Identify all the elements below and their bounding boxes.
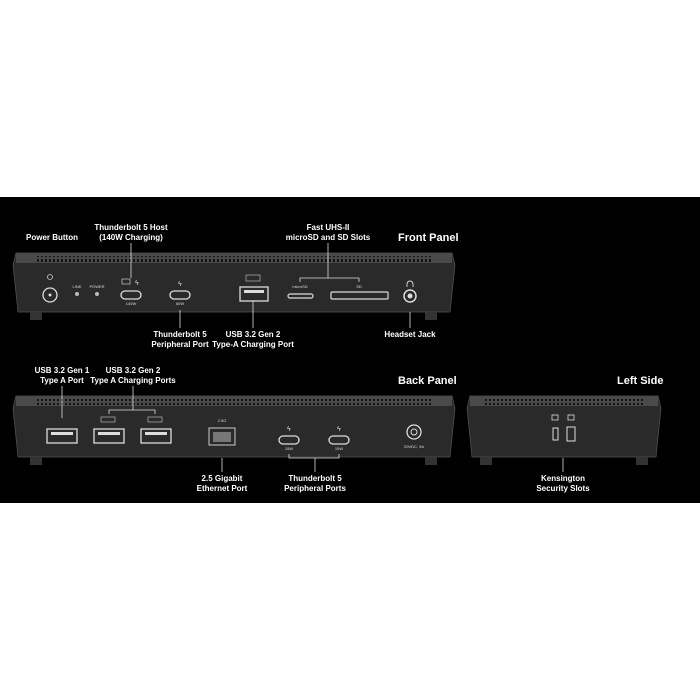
svg-text:2.5G: 2.5G (218, 418, 227, 423)
tb-periph-label-2: Peripheral Port (151, 340, 209, 349)
kensington-label-1: Kensington (541, 474, 585, 483)
tb-periph-label-1: Thunderbolt 5 (153, 330, 207, 339)
thunderbolt-peripheral-port: ϟ 60W (169, 281, 191, 306)
tb-host-label-2: (140W Charging) (99, 233, 163, 242)
gen2-label-1: USB 3.2 Gen 2 (105, 366, 161, 375)
thunderbolt-icon: ϟ (337, 426, 341, 433)
gen2-label-2: Type A Charging Ports (90, 376, 176, 385)
headphones-icon (406, 280, 414, 287)
card-slot-label-1: Fast UHS-II (306, 223, 350, 232)
usb-a-gen2-port-1 (93, 416, 125, 444)
thunderbolt-icon: ϟ (178, 281, 182, 288)
headset-label: Headset Jack (384, 330, 436, 339)
ethernet-label-2: Ethernet Port (196, 484, 248, 493)
leader-lines (130, 243, 411, 328)
power-button (42, 274, 58, 303)
usb-ss-icon (245, 274, 261, 282)
vent-grille (484, 399, 644, 405)
left-side-title: Left Side (617, 375, 664, 387)
headset-jack (403, 280, 417, 303)
svg-text:140W: 140W (126, 301, 137, 306)
power-led-label: POWER (89, 284, 104, 289)
gen1-label-1: USB 3.2 Gen 1 (34, 366, 90, 375)
svg-text:15W: 15W (285, 446, 293, 451)
front-panel-device: LINK POWER ϟ 140W ϟ 60W microSD S (12, 243, 456, 328)
svg-text:microSD: microSD (292, 284, 307, 289)
thunderbolt-icon: ϟ (287, 426, 291, 433)
svg-text:15W: 15W (335, 446, 343, 451)
foot (425, 457, 437, 465)
vent-grille (35, 256, 433, 262)
back-panel-device: 2.5G ϟ 15W ϟ 15W 20VDC, 9A (12, 386, 456, 472)
front-panel-title: Front Panel (398, 232, 459, 244)
foot (480, 457, 492, 465)
tb-host-label-1: Thunderbolt 5 Host (94, 223, 168, 232)
usb-a-gen1-port (46, 428, 78, 444)
foot (30, 457, 42, 465)
left-side-device (466, 395, 662, 472)
usba-label-1: USB 3.2 Gen 2 (225, 330, 281, 339)
laptop-icon (121, 278, 131, 285)
microsd-slot (287, 293, 314, 299)
ethernet-port: 2.5G (208, 418, 236, 446)
card-slot-label-2: microSD and SD Slots (285, 233, 371, 242)
svg-text:SD: SD (356, 284, 362, 289)
power-icon (47, 274, 53, 280)
sd-slot (330, 291, 389, 300)
dc-power-input: 20VDC, 9A (404, 424, 424, 449)
usb-a-charging-port (239, 274, 269, 302)
security-slot-1 (552, 427, 559, 441)
thunderbolt-port-2: ϟ 15W (328, 426, 350, 451)
back-panel-title: Back Panel (398, 375, 457, 387)
lock-icon (551, 414, 559, 421)
power-led (95, 292, 99, 296)
usba-label-2: Type-A Charging Port (212, 340, 294, 349)
thunderbolt-icon: ϟ (135, 280, 139, 287)
svg-text:60W: 60W (176, 301, 184, 306)
foot (425, 312, 437, 320)
lock-icon (567, 414, 575, 421)
vent-grille (35, 399, 433, 405)
ethernet-label-1: 2.5 Gigabit (201, 474, 243, 483)
kensington-label-2: Security Slots (536, 484, 590, 493)
security-slot-2 (566, 426, 576, 442)
svg-text:20VDC, 9A: 20VDC, 9A (404, 444, 424, 449)
thunderbolt-host-port: ϟ 140W (120, 278, 142, 306)
leader-lines (61, 386, 340, 472)
usb-a-gen2-port-2 (140, 416, 172, 444)
tb-ports-label-1: Thunderbolt 5 (288, 474, 342, 483)
power-button-label: Power Button (26, 233, 78, 242)
foot (636, 457, 648, 465)
foot (30, 312, 42, 320)
tb-ports-label-2: Peripheral Ports (284, 484, 346, 493)
thunderbolt-port-1: ϟ 15W (278, 426, 300, 451)
gen1-label-2: Type A Port (40, 376, 84, 385)
link-led (75, 292, 79, 296)
link-led-label: LINK (73, 284, 82, 289)
